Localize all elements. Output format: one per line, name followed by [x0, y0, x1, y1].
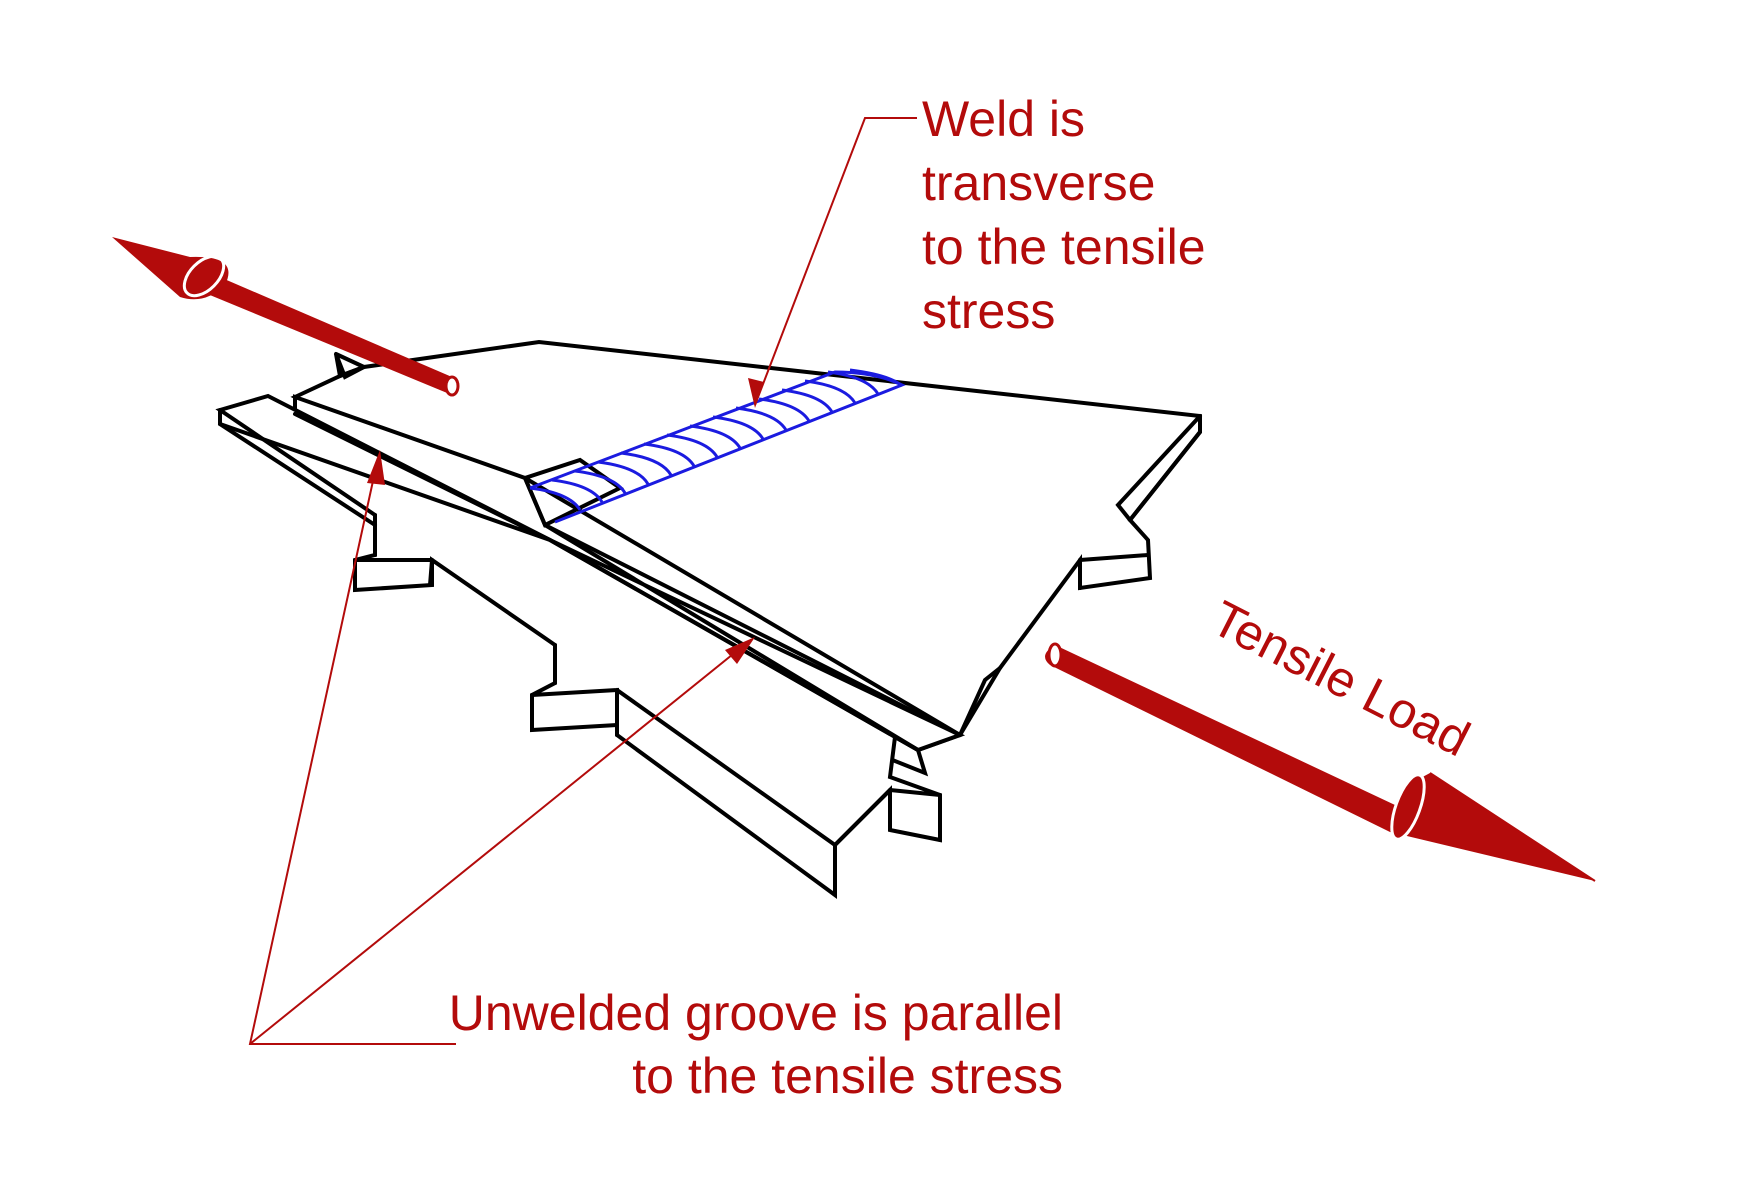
load-arrow-right-shaft-end — [1047, 642, 1063, 668]
weld-leader — [748, 117, 917, 408]
load-arrow-left-shaft — [205, 275, 457, 395]
groove-leader-arrowhead-1 — [367, 450, 385, 485]
groove-annotation: Unwelded groove is parallel to the tensi… — [449, 985, 1063, 1104]
weld-leader-arrowhead — [748, 378, 764, 408]
groove-label-line-1: Unwelded groove is parallel — [449, 985, 1063, 1041]
right-plate — [290, 339, 1202, 777]
right-plate-thickness — [958, 414, 1202, 737]
weld-leader-line — [754, 117, 917, 406]
weld-label-line-3: to the tensile — [922, 219, 1206, 275]
load-arrow-right-head — [1390, 773, 1595, 881]
groove-leader-arrowhead-2 — [725, 637, 755, 664]
weld-annotation: Weld is transverse to the tensile stress — [922, 91, 1206, 339]
load-arrow-right-shaft — [1045, 645, 1395, 832]
upper-notch — [334, 352, 366, 380]
weld-bead-ripples — [529, 368, 904, 511]
weld-label-line-2: transverse — [922, 155, 1155, 211]
groove-leader-line-2 — [249, 641, 749, 1045]
groove-leaders — [248, 450, 755, 1045]
groove-label-line-2: to the tensile stress — [632, 1048, 1063, 1104]
load-arrow-left-shaft-end — [444, 375, 460, 397]
weld-label-line-4: stress — [922, 283, 1055, 339]
load-arrow-right-tip-line — [1429, 772, 1596, 882]
weld-label-line-1: Weld is — [922, 91, 1085, 147]
load-arrow-left — [112, 237, 460, 397]
load-arrow-left-head — [112, 237, 229, 300]
load-arrow-left-head-ring — [182, 254, 226, 298]
unwelded-groove-lines — [218, 412, 962, 752]
load-arrow-right-head-ring — [1390, 773, 1426, 841]
load-arrow-right — [1045, 642, 1596, 882]
weld-bead — [529, 368, 906, 524]
plate-assembly — [215, 339, 1202, 899]
